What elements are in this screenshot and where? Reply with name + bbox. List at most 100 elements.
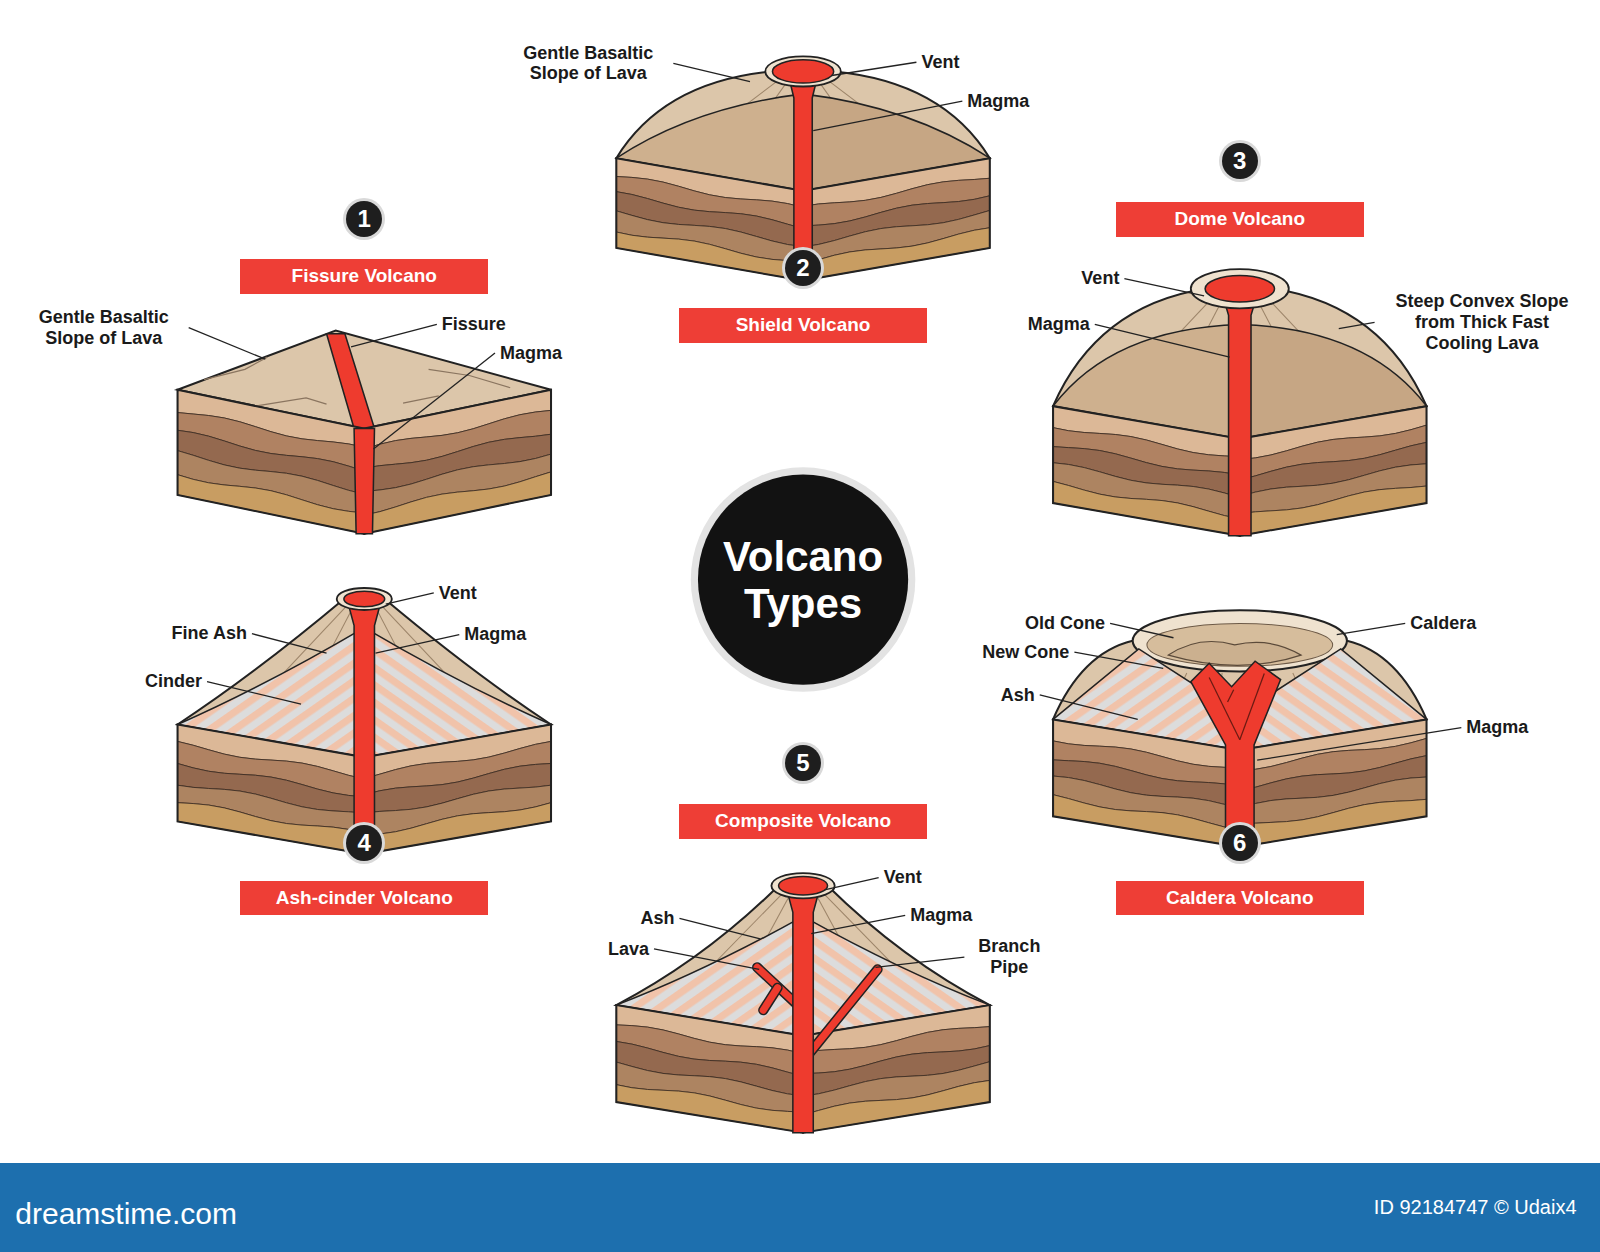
leader-line — [824, 878, 878, 890]
type-tag: Dome Volcano — [1116, 202, 1364, 237]
node-text: 4 — [358, 829, 371, 857]
leader-line — [1337, 623, 1405, 634]
magma-branch — [1209, 678, 1240, 740]
magma-branch — [1240, 673, 1264, 739]
part-label: Steep Convex Slope from Thick Fast Cooli… — [1380, 291, 1585, 353]
leader-line — [373, 353, 495, 449]
volcano-illustration — [1053, 269, 1426, 536]
block-outline — [616, 1005, 803, 1133]
footer-bar — [0, 1163, 1600, 1252]
rock-stratum — [616, 1085, 803, 1133]
leader-line — [252, 634, 327, 653]
surface-crack — [429, 369, 511, 387]
type-tag: Shield Volcano — [679, 308, 927, 343]
magma-conduit — [787, 71, 818, 280]
block-outline — [364, 724, 551, 854]
leader-line — [351, 324, 437, 346]
magma-conduit — [354, 429, 374, 534]
crater-rim — [765, 56, 841, 86]
vent — [779, 876, 828, 895]
volcano-art — [178, 56, 1427, 1132]
block-outline — [1240, 719, 1427, 847]
magma-conduit — [1221, 289, 1259, 536]
fissure-lava — [327, 334, 375, 429]
leader-line — [1095, 324, 1230, 357]
rock-stratum — [803, 228, 990, 281]
node-text: Caldera Volcano — [1166, 887, 1313, 908]
leader-line — [1110, 623, 1173, 637]
part-label: Ash — [640, 908, 674, 929]
block-outline — [616, 158, 803, 280]
node-text: Fissure Volcano — [292, 265, 437, 286]
node-text: 1 — [358, 205, 371, 233]
part-label: Old Cone — [1025, 613, 1105, 634]
leader-line — [1339, 322, 1375, 328]
leader-line — [1074, 652, 1163, 668]
surface-crack — [204, 357, 267, 379]
callout-number: 4 — [346, 825, 382, 861]
magma-conduit — [786, 886, 821, 1133]
part-label: Fissure — [442, 314, 506, 335]
rock-stratum — [1240, 486, 1427, 536]
vent — [344, 591, 385, 607]
part-label: Gentle Basaltic Slope of Lava — [508, 43, 668, 84]
part-label: Vent — [921, 52, 959, 73]
footer-text: dreamstime.com — [15, 1197, 237, 1232]
block-outline — [1053, 719, 1240, 847]
magma-chamber — [1191, 661, 1281, 847]
part-label: Vent — [1081, 268, 1119, 289]
type-tag: Composite Volcano — [679, 804, 927, 839]
leader-line — [1040, 695, 1138, 719]
new-cone — [1168, 641, 1301, 665]
type-tag: Ash-cinder Volcano — [240, 881, 488, 916]
leader-line — [813, 101, 962, 131]
part-label: Branch Pipe — [969, 936, 1049, 977]
block-outline — [178, 724, 365, 854]
leader-line — [376, 635, 460, 653]
node-text: Composite Volcano — [715, 810, 891, 831]
fissure-illustration — [178, 331, 551, 534]
part-label: Vent — [439, 583, 477, 604]
branch-pipe — [803, 969, 877, 1061]
node-text: Dome Volcano — [1175, 208, 1306, 229]
node-text: 3 — [1233, 147, 1246, 175]
block-outline — [178, 390, 365, 534]
volcano-illustration — [616, 56, 989, 280]
part-label: Ash — [1001, 685, 1035, 706]
magma-branch — [1228, 690, 1234, 702]
node-text: 5 — [796, 749, 809, 777]
vent — [772, 60, 833, 83]
volcano-illustration — [1053, 610, 1426, 847]
block-outline — [1240, 406, 1427, 536]
part-label: Cinder — [145, 671, 202, 692]
node-text: 6 — [1233, 829, 1246, 857]
node-text: 2 — [796, 254, 809, 282]
title: Volcano Types — [708, 533, 898, 627]
rock-stratum — [1240, 799, 1427, 847]
rock-stratum — [616, 232, 803, 281]
part-label: Lava — [608, 939, 649, 960]
surface-crack — [255, 398, 326, 406]
part-label: Magma — [464, 624, 526, 645]
leader-line — [386, 593, 434, 604]
crater-rim — [1191, 269, 1289, 308]
caldera-floor — [1147, 623, 1333, 666]
part-label: New Cone — [982, 642, 1069, 663]
rock-stratum — [178, 803, 365, 854]
leader-line — [679, 918, 760, 938]
leader-line — [832, 62, 917, 75]
crater-rim — [337, 588, 392, 610]
block-outline — [803, 158, 990, 280]
part-label: Magma — [910, 905, 972, 926]
leader-line — [673, 63, 750, 81]
part-label: Magma — [1028, 314, 1090, 335]
leader-line — [654, 949, 759, 969]
vent — [1205, 276, 1274, 302]
part-label: Fine Ash — [172, 623, 247, 644]
leader-line — [189, 328, 266, 360]
node-text: Shield Volcano — [736, 314, 871, 335]
leader-lines — [189, 62, 1462, 969]
branch-pipe — [763, 988, 777, 1010]
crater-rim — [771, 873, 834, 898]
magma-conduit — [347, 599, 382, 854]
